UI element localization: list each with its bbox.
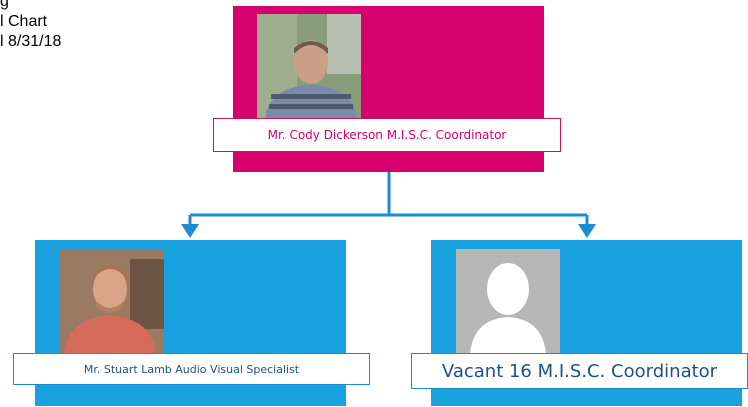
- child-node-label-text-1: Mr. Stuart Lamb Audio Visual Specialist: [83, 362, 300, 376]
- person-photo-icon: [257, 14, 361, 118]
- arrow-right-icon: [578, 224, 596, 238]
- child-node-label-2[interactable]: Vacant 16 M.I.S.C. Coordinator: [411, 353, 748, 389]
- top-node-label[interactable]: Mr. Cody Dickerson M.I.S.C. Coordinator: [213, 118, 561, 152]
- top-node-photo: [257, 14, 361, 118]
- header-line-1: g: [0, 0, 9, 10]
- child-node-photo-2: [456, 249, 560, 353]
- child-node-photo-1: [60, 249, 164, 353]
- arrow-left-icon: [181, 224, 199, 238]
- child-node-label-text-2: Vacant 16 M.I.S.C. Coordinator: [441, 360, 718, 382]
- top-node-label-text: Mr. Cody Dickerson M.I.S.C. Coordinator: [267, 128, 507, 142]
- header-line-2: l Chart: [0, 13, 48, 30]
- header-line-3: l 8/31/18: [0, 33, 62, 50]
- person-photo-icon: [60, 249, 164, 353]
- child-node-label-1[interactable]: Mr. Stuart Lamb Audio Visual Specialist: [13, 353, 370, 385]
- placeholder-avatar-icon: [456, 249, 560, 353]
